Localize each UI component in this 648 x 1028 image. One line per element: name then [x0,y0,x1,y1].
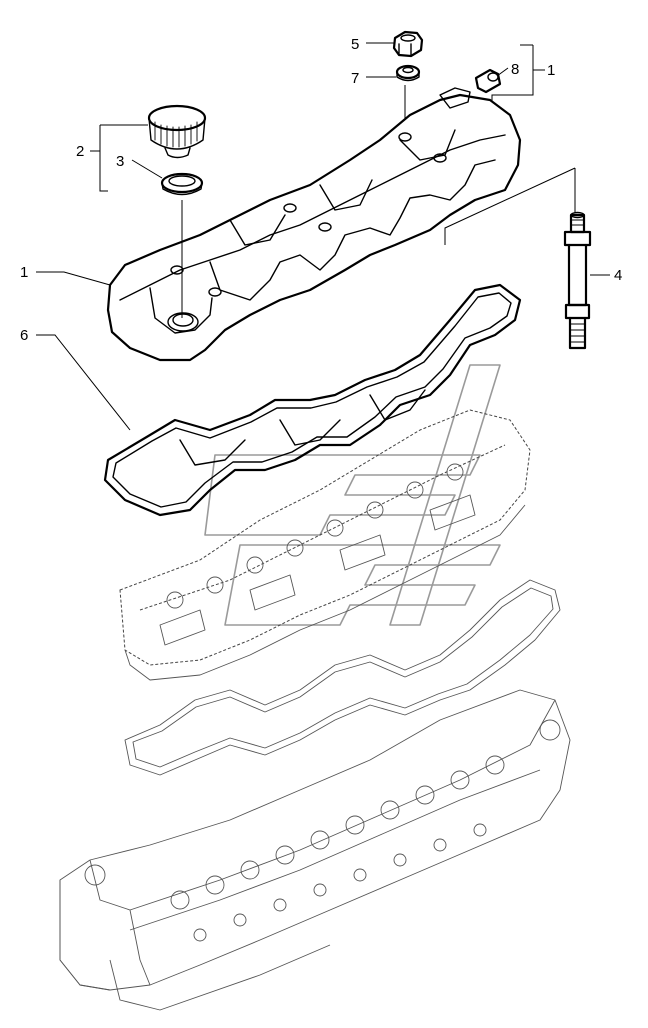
stud [563,211,592,350]
nut [392,30,424,58]
rocker-carrier [119,409,531,681]
callout-3: 3 [116,153,124,170]
callout-5: 5 [351,36,359,53]
oil-filler-cap [147,104,207,159]
callout-1-left: 1 [20,264,28,281]
leader-lines [36,42,610,431]
callout-labels: 5 7 8 1 2 3 1 6 4 [20,36,622,344]
seal-ring [160,172,204,196]
callout-8: 8 [511,61,519,78]
callout-1-top: 1 [547,62,555,79]
callout-2: 2 [76,143,84,160]
callout-7: 7 [351,70,359,87]
callout-6: 6 [20,327,28,344]
plug [474,68,502,94]
rocker-cover [106,87,522,362]
rocker-cover-gasket [103,283,522,517]
lower-gasket [124,579,561,776]
washer [395,64,421,82]
callout-4: 4 [614,267,622,284]
watermark-logo [204,364,501,626]
cylinder-head [59,689,571,1011]
